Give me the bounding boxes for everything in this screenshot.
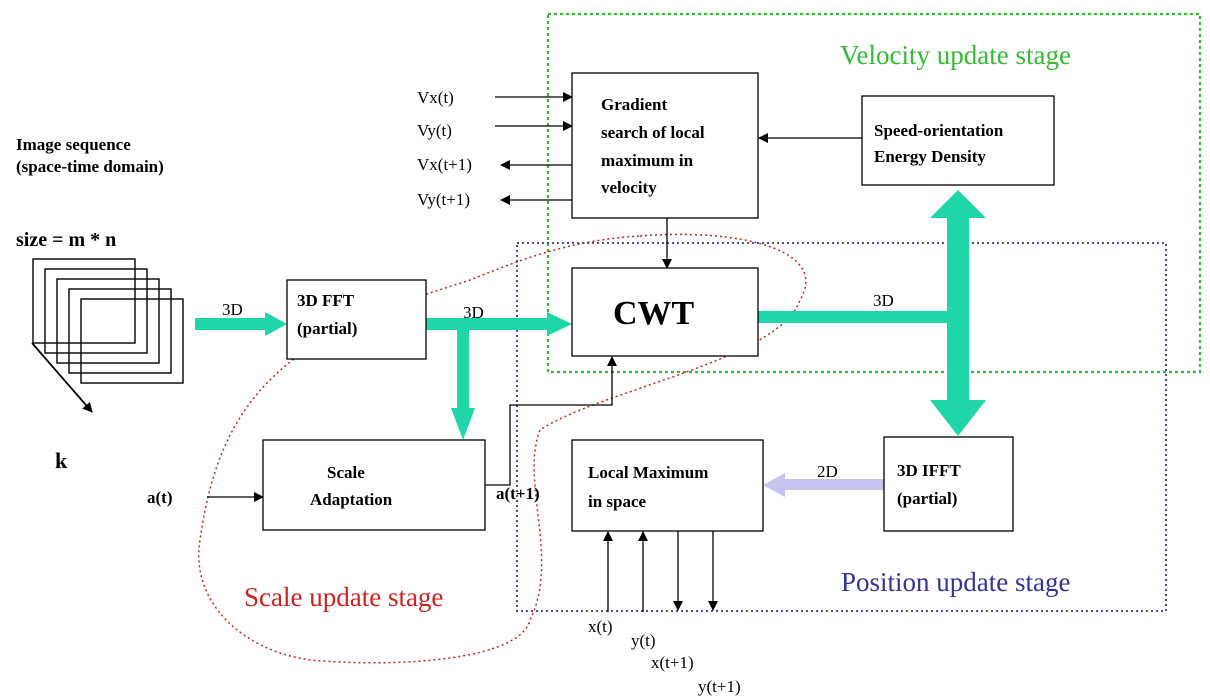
local-maximum-box: Local Maximum in space xyxy=(572,440,763,531)
gradient-search-box: Gradient search of local maximum in velo… xyxy=(572,73,758,218)
velocity-stage-label: Velocity update stage xyxy=(840,40,1071,70)
scale-box-line1: Scale xyxy=(327,463,365,482)
vy-t-label: Vy(t) xyxy=(417,121,452,140)
gradient-box-line3: maximum in xyxy=(601,151,694,170)
speed-orientation-box: Speed-orientation Energy Density xyxy=(862,96,1054,185)
x-t-label: x(t) xyxy=(588,617,613,636)
fft-box-line1: 3D FFT xyxy=(297,291,355,310)
image-sequence-title-line2: (space-time domain) xyxy=(16,157,164,176)
size-label: size = m * n xyxy=(16,229,116,251)
edge-label-fft-cwt: 3D xyxy=(463,303,484,322)
ifft-box-line1: 3D IFFT xyxy=(897,461,961,480)
gradient-box-line2: search of local xyxy=(601,123,705,142)
y-t1-label: y(t+1) xyxy=(698,677,741,696)
k-label: k xyxy=(55,448,68,473)
scale-adaptation-box: Scale Adaptation xyxy=(263,440,485,530)
gradient-box-line4: velocity xyxy=(601,178,657,197)
position-stage-label: Position update stage xyxy=(841,567,1070,597)
scale-stage-label: Scale update stage xyxy=(244,582,443,612)
edge-label-ifft-localmax: 2D xyxy=(817,462,838,481)
vx-t1-label: Vx(t+1) xyxy=(417,155,472,174)
a-t1-label: a(t+1) xyxy=(496,484,540,503)
x-t1-label: x(t+1) xyxy=(651,653,694,672)
vx-t-label: Vx(t) xyxy=(417,88,454,107)
vy-t1-label: Vy(t+1) xyxy=(417,190,470,209)
gradient-box-line1: Gradient xyxy=(601,95,667,114)
image-sequence-title-line1: Image sequence xyxy=(16,135,131,154)
ifft-box-line2: (partial) xyxy=(897,489,957,508)
speed-box-line2: Energy Density xyxy=(874,147,986,166)
cwt-box: CWT xyxy=(572,268,758,356)
cwt-box-label: CWT xyxy=(613,295,695,332)
image-sequence-stack-icon xyxy=(33,259,183,383)
fft-box-line2: (partial) xyxy=(297,319,357,338)
speed-box-line1: Speed-orientation xyxy=(874,121,1004,140)
localmax-box-line1: Local Maximum xyxy=(588,463,708,482)
y-t-label: y(t) xyxy=(631,631,656,650)
localmax-box-line2: in space xyxy=(588,492,647,511)
ifft-box: 3D IFFT (partial) xyxy=(884,437,1013,531)
scale-box-line2: Adaptation xyxy=(310,490,393,509)
edge-label-cwt-out: 3D xyxy=(873,291,894,310)
a-t-label: a(t) xyxy=(147,488,172,507)
edge-label-input-fft: 3D xyxy=(222,300,243,319)
fft-box: 3D FFT (partial) xyxy=(287,280,426,359)
